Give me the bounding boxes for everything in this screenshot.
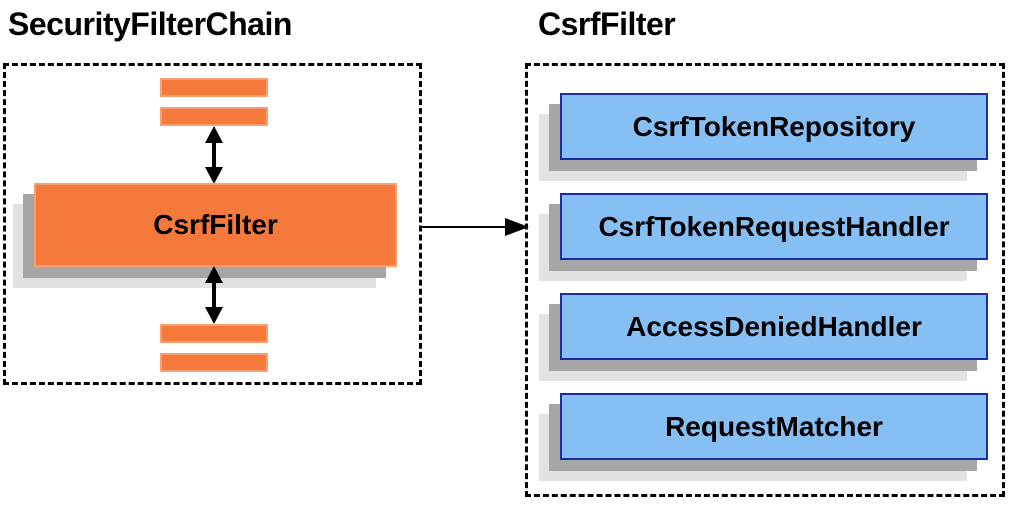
security-filter-chain-panel: [3, 63, 422, 385]
filter-chain-bar: [160, 107, 268, 126]
csrf-filter-box: CsrfFilter: [34, 183, 397, 267]
component-box: RequestMatcher: [560, 393, 988, 460]
flow-arrow-icon: [421, 218, 529, 236]
component-box: AccessDeniedHandler: [560, 293, 988, 360]
filter-chain-bar: [160, 78, 268, 97]
filter-chain-bar: [160, 353, 268, 372]
security-filter-chain-title: SecurityFilterChain: [8, 6, 292, 42]
bidirectional-arrow-icon: [205, 266, 223, 324]
csrf-filter-panel: [525, 63, 1005, 497]
component-box: CsrfTokenRequestHandler: [560, 193, 988, 260]
csrf-filter-title: CsrfFilter: [538, 6, 676, 42]
filter-chain-bar: [160, 324, 268, 343]
bidirectional-arrow-icon: [205, 126, 223, 184]
component-box: CsrfTokenRepository: [560, 93, 988, 160]
